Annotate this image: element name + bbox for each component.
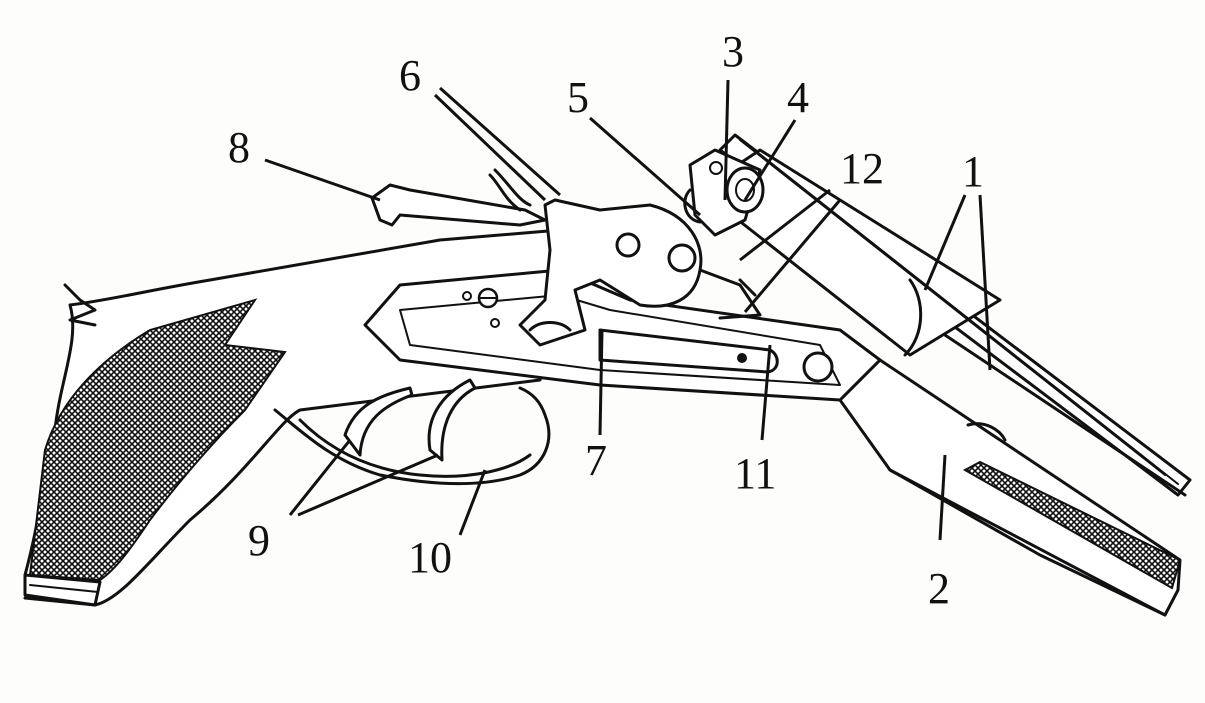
top-lever <box>370 168 547 227</box>
callout-8: 8 <box>228 123 250 172</box>
callout-4: 4 <box>787 73 809 122</box>
leader-10 <box>458 469 487 536</box>
hammer-assembly <box>518 148 765 347</box>
leader-12a <box>739 188 831 262</box>
callout-1: 1 <box>962 147 984 196</box>
leader-3 <box>723 79 730 201</box>
leader-lines <box>264 79 992 541</box>
callout-12: 12 <box>840 144 884 193</box>
leader-9b <box>297 453 439 517</box>
callout-3: 3 <box>722 27 744 76</box>
leader-12b <box>743 199 842 313</box>
callout-5: 5 <box>567 73 589 122</box>
callout-9: 9 <box>248 516 270 565</box>
callout-6: 6 <box>399 51 421 100</box>
leader-11 <box>760 344 772 441</box>
leader-8 <box>264 158 381 202</box>
leader-5 <box>589 116 701 217</box>
callout-labels: 1 2 3 4 5 6 7 8 9 10 11 12 <box>228 27 984 613</box>
leader-1b <box>978 194 992 371</box>
callout-7: 7 <box>585 436 607 485</box>
leader-9a <box>288 439 352 516</box>
trigger-group <box>273 378 551 486</box>
barrel-assembly <box>698 133 1192 497</box>
leader-7 <box>598 329 604 436</box>
forend <box>838 358 1182 617</box>
callout-11: 11 <box>734 449 776 498</box>
leader-4 <box>743 119 797 201</box>
leader-2 <box>938 454 947 541</box>
leader-6a <box>433 93 547 202</box>
leader-6b <box>439 86 561 197</box>
leader-1a <box>923 194 967 291</box>
callout-2: 2 <box>928 564 950 613</box>
callout-10: 10 <box>408 533 452 582</box>
